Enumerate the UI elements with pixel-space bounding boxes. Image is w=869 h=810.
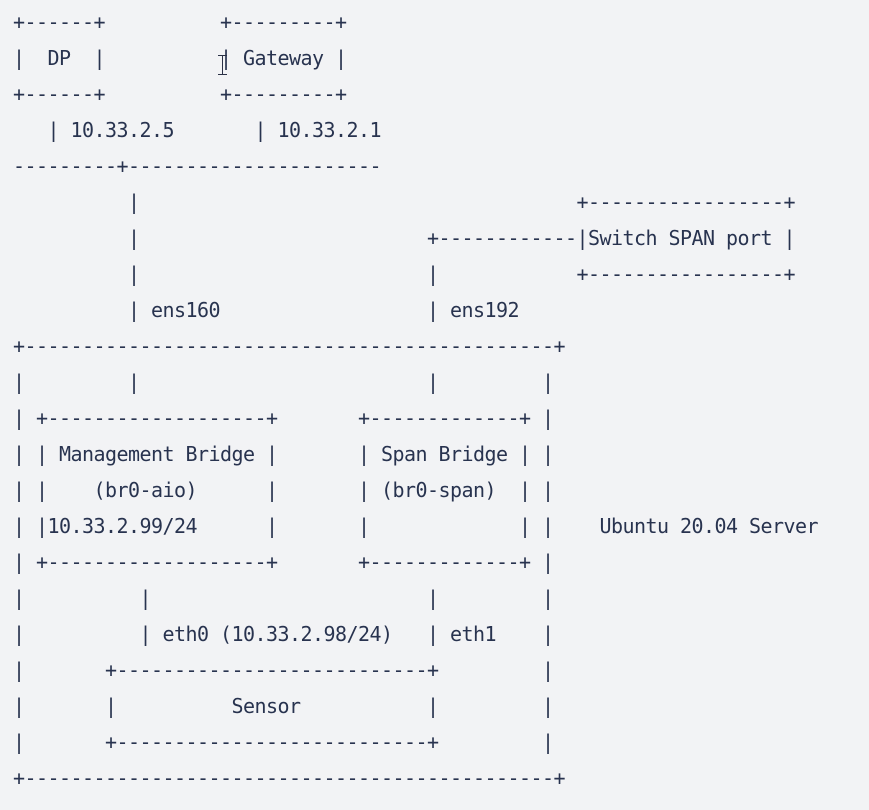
ascii-network-diagram: +------+ +---------+ | DP | | Gateway | … [13,10,819,790]
